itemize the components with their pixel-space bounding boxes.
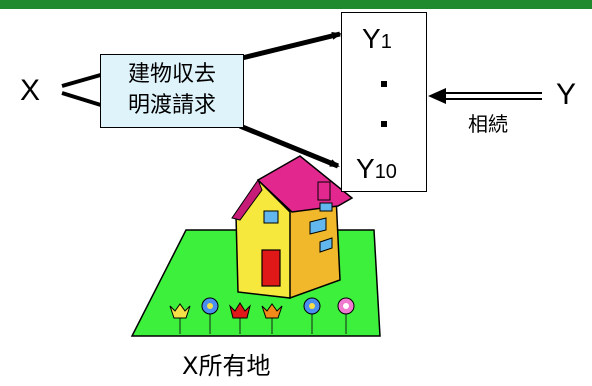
inheritance-label: 相続 bbox=[468, 112, 508, 136]
arrow-to-y1 bbox=[241, 31, 342, 61]
flower-row bbox=[169, 297, 355, 334]
land-owner-label: X所有地 bbox=[182, 352, 271, 380]
heir-first-number: 1 bbox=[380, 31, 392, 53]
heir-last-label: Y10 bbox=[356, 155, 397, 183]
party-y-label: Y bbox=[556, 78, 577, 111]
inheritance-arrow bbox=[428, 88, 542, 104]
heir-first-letter: Y bbox=[362, 23, 381, 54]
claim-box: 建物収去 明渡請求 bbox=[100, 54, 244, 128]
party-x-label: X bbox=[20, 74, 41, 107]
heirs-box: Y1 Y10 bbox=[341, 12, 427, 192]
flower bbox=[337, 297, 355, 334]
claim-line-2: 明渡請求 bbox=[127, 93, 216, 118]
flower bbox=[229, 302, 251, 334]
heir-dot bbox=[381, 81, 387, 87]
flower bbox=[303, 297, 321, 334]
heir-first-label: Y1 bbox=[362, 25, 392, 53]
x-fork-connector bbox=[61, 72, 105, 108]
flower bbox=[261, 303, 283, 334]
top-bar bbox=[0, 0, 592, 9]
claim-line-1: 建物収去 bbox=[127, 62, 216, 87]
heir-last-number: 10 bbox=[374, 161, 397, 183]
flower bbox=[201, 297, 219, 334]
arrow-to-y10 bbox=[239, 123, 340, 169]
house-illustration bbox=[231, 155, 354, 300]
flower bbox=[169, 303, 191, 334]
heir-dot bbox=[381, 121, 387, 127]
heir-last-letter: Y bbox=[356, 153, 375, 184]
